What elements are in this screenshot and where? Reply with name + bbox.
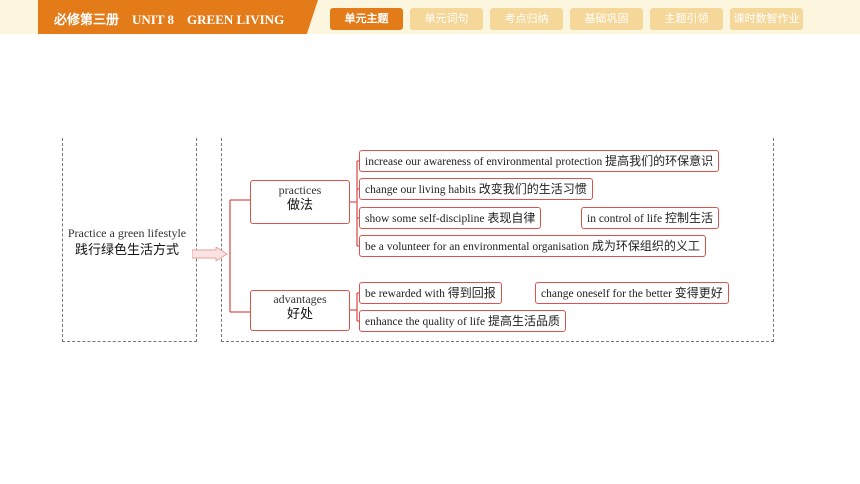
branch-advantages-cn: 好处: [286, 307, 313, 322]
branches-frame: [221, 138, 774, 342]
branch-advantages: advantages 好处: [250, 290, 350, 331]
arrow-icon: [192, 247, 228, 261]
nav-bar: 单元主题 单元词句 考点归纳 基础巩固 主题引领 课时数智作业: [330, 8, 803, 30]
branch-practices-cn: 做法: [286, 198, 313, 213]
root-frame: [62, 138, 197, 342]
root-english: Practice a green lifestyle: [67, 226, 187, 240]
unit-title: 必修第三册 UNIT 8 GREEN LIVING: [54, 12, 285, 27]
title-tab: [38, 0, 318, 34]
root-chinese: 践行绿色生活方式: [74, 243, 179, 258]
leaf-self-discipline: show some self-discipline 表现自律: [359, 207, 542, 229]
leaf-rewarded: be rewarded with 得到回报: [359, 282, 502, 304]
leaf-living-habits: change our living habits 改变我们的生活习惯: [359, 178, 593, 200]
branch-advantages-en: advantages: [273, 292, 327, 306]
branch-practices-en: practices: [278, 183, 322, 197]
nav-theme-guide[interactable]: 主题引领: [650, 8, 723, 30]
nav-key-points[interactable]: 考点归纳: [490, 8, 563, 30]
leaf-volunteer: be a volunteer for an environmental orga…: [359, 235, 706, 257]
branch-practices: practices 做法: [250, 180, 350, 224]
leaf-control-life: in control of life 控制生活: [581, 207, 719, 229]
top-bar: 必修第三册 UNIT 8 GREEN LIVING 单元主题 单元词句 考点归纳…: [0, 0, 860, 34]
nav-homework[interactable]: 课时数智作业: [730, 8, 803, 30]
nav-unit-words[interactable]: 单元词句: [410, 8, 483, 30]
leaf-better: change oneself for the better 变得更好: [535, 282, 729, 304]
leaf-awareness: increase our awareness of environmental …: [359, 150, 720, 172]
leaf-quality: enhance the quality of life 提高生活品质: [359, 310, 566, 332]
root-node: Practice a green lifestyle 践行绿色生活方式: [64, 225, 190, 259]
nav-unit-theme[interactable]: 单元主题: [330, 8, 403, 30]
nav-basic-practice[interactable]: 基础巩固: [570, 8, 643, 30]
